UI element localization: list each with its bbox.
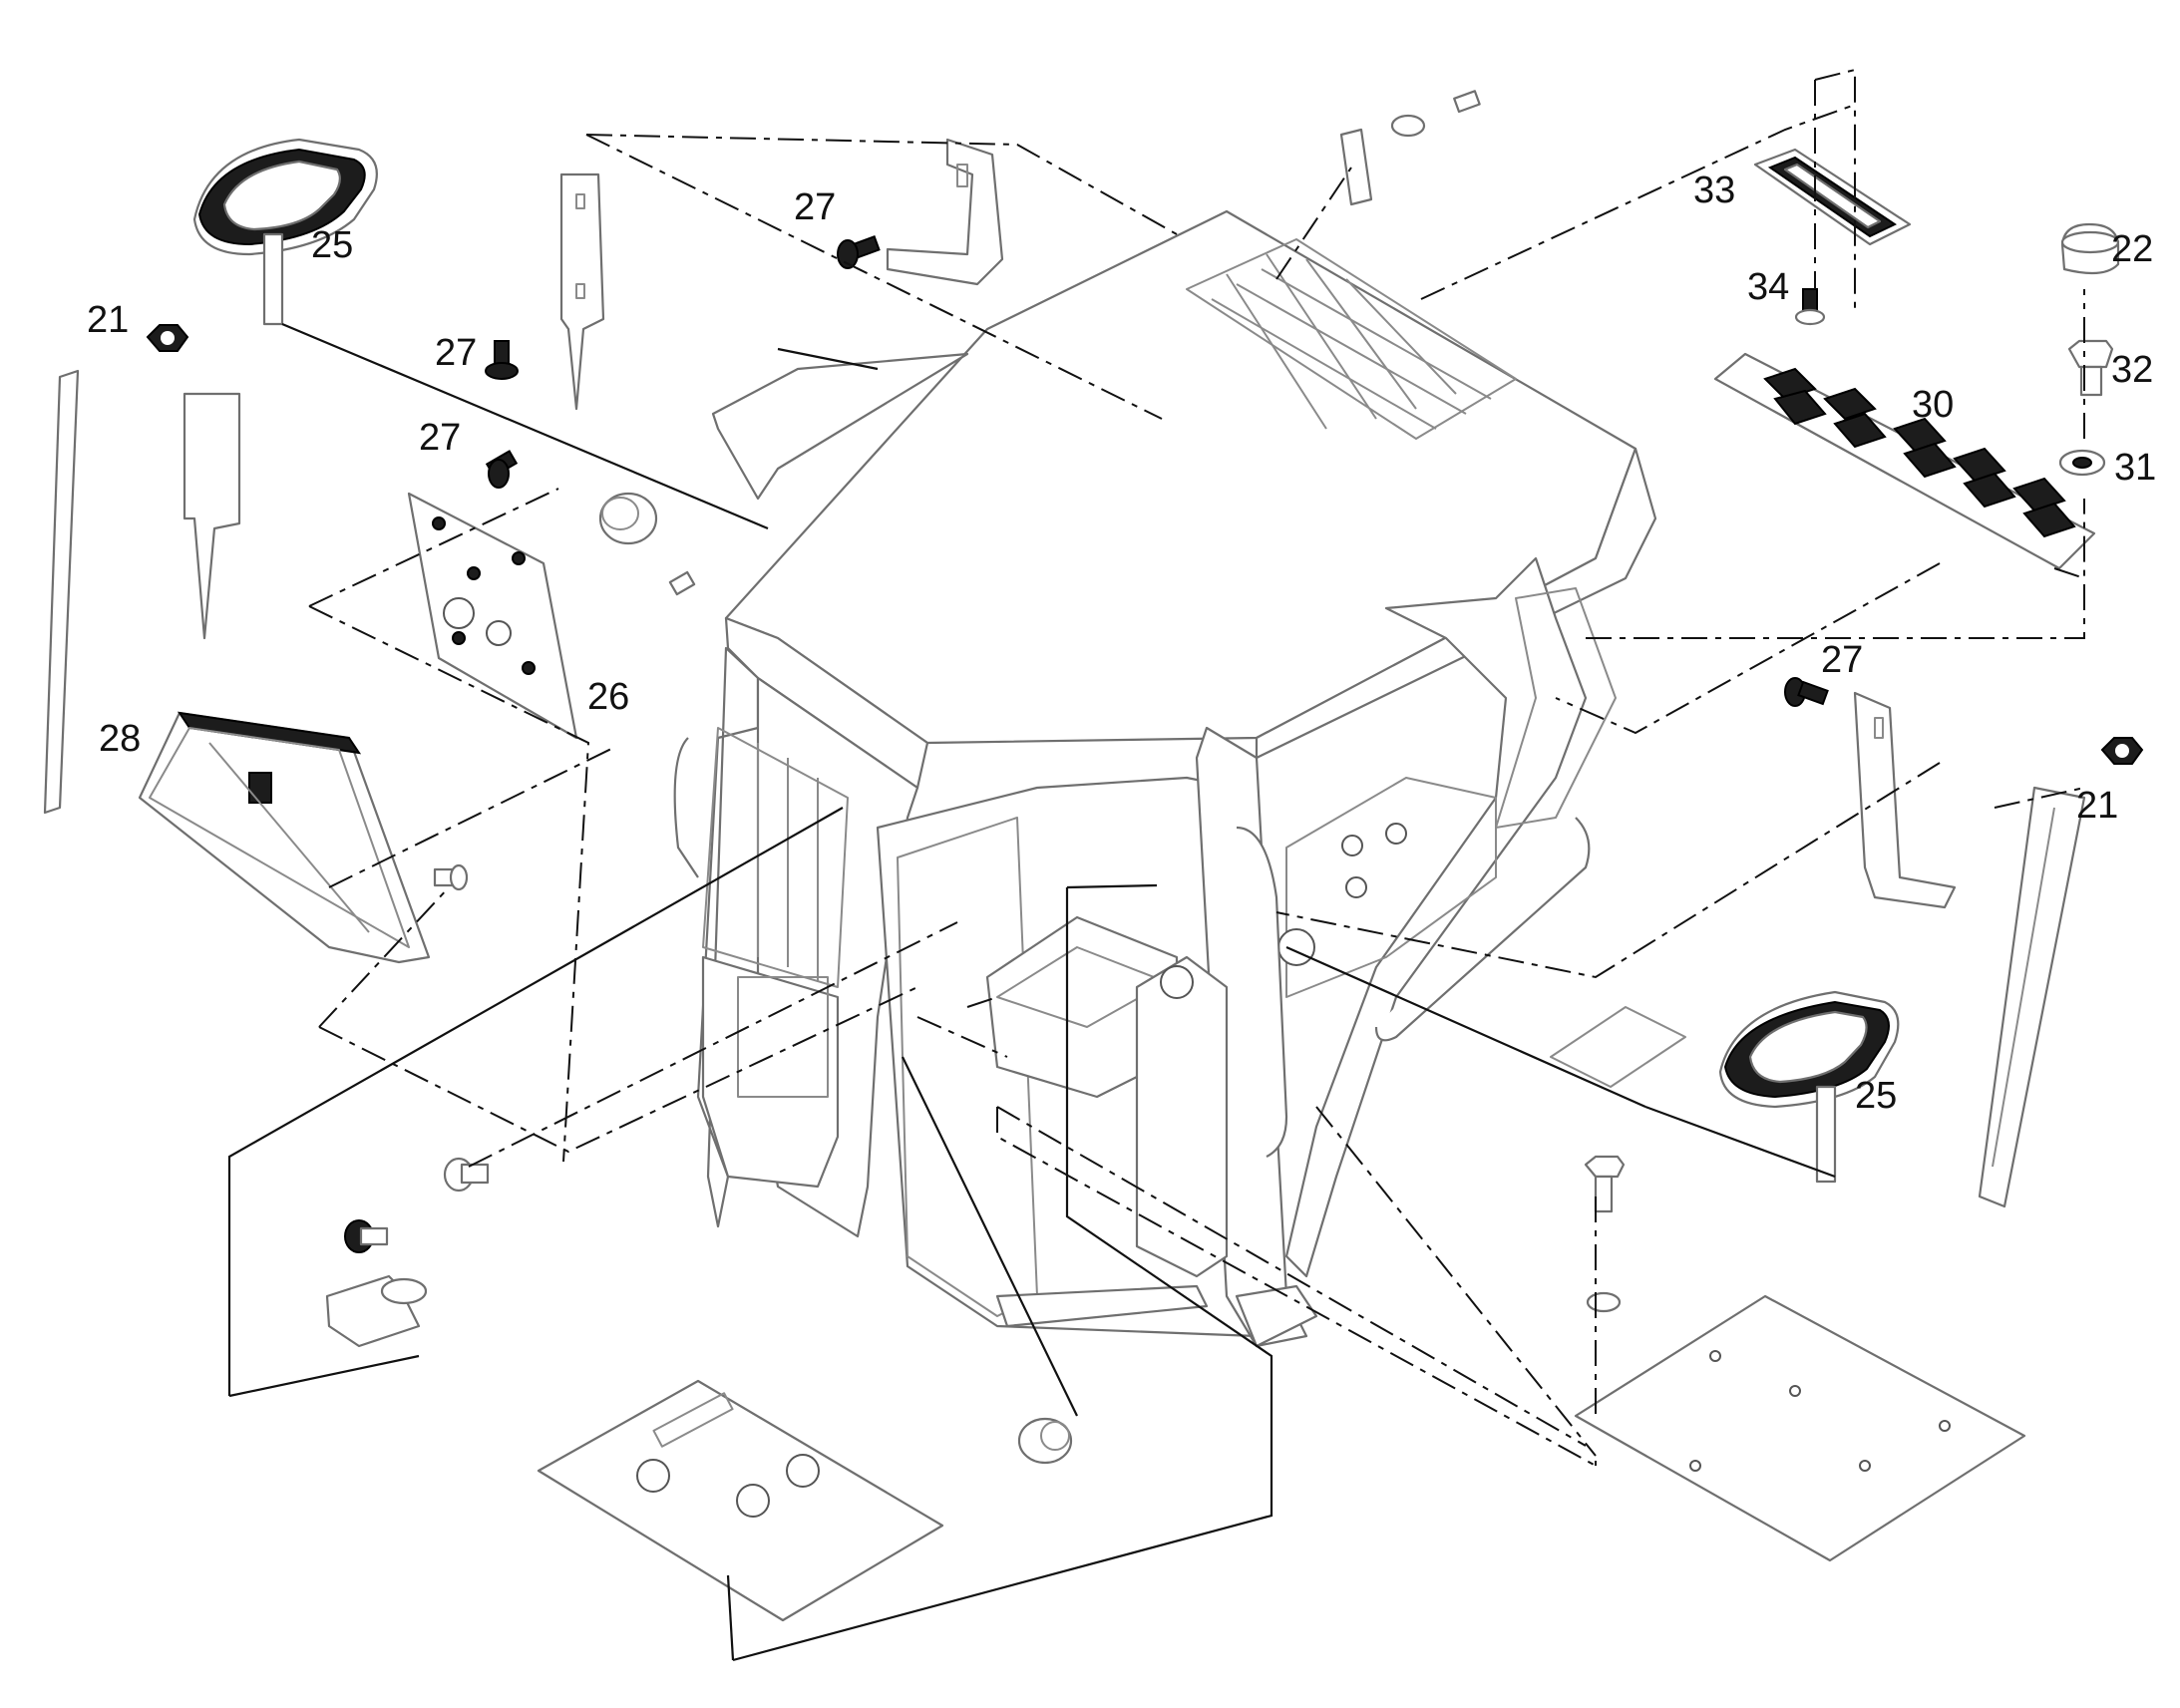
bottom-bolt-right [1584,1155,1626,1313]
vertical-bracket [559,172,605,411]
callout-label-26: 26 [587,676,629,718]
bolt-27a [485,340,519,380]
callout-label-25: 25 [311,224,353,266]
side-rod-left [43,369,241,815]
callout-label-27: 27 [419,417,461,459]
callout-label-32: 32 [2111,349,2153,391]
washer-31 [2058,449,2106,477]
callout-label-34: 34 [1747,266,1789,308]
gasket-sheet [1550,1006,1686,1088]
bolt-27b [485,450,519,489]
callout-label-31: 31 [2114,447,2156,489]
round-knob [598,492,658,545]
callout-label-30: 30 [1912,384,1954,426]
l-bracket-right [1853,691,1957,909]
bottom-left-fittings [325,1157,490,1348]
callout-label-27: 27 [794,186,836,228]
dash-lines [308,68,2085,1467]
callout-label-27: 27 [1821,639,1863,681]
top-small-plate [1339,90,1481,206]
callout-label-22: 22 [2111,228,2153,270]
armrest-left [192,138,378,326]
cab-body [673,209,1657,1348]
cap-22 [2060,222,2120,275]
vent-grille-30 [1713,352,2096,570]
bottom-knob [1017,1417,1073,1465]
storage-tray-28 [138,711,431,964]
control-plate-26 [407,492,578,740]
callout-label-21: 21 [87,299,129,341]
armrest-right [1718,990,1900,1184]
bolt-27d [1784,677,1829,707]
leader-lines [227,322,1836,1662]
nut-left [146,324,189,352]
callout-label-33: 33 [1693,170,1735,211]
screw-34 [1794,288,1826,326]
callout-label-25: 25 [1855,1075,1897,1117]
small-screw [668,570,696,596]
floor-plate-left [537,1379,944,1622]
callout-labels: 25 21 27 27 27 26 28 33 34 22 32 30 31 27 21 25 [87,170,2156,1117]
bolt-32 [2067,339,2114,397]
nut-right [2100,737,2144,765]
callout-label-21: 21 [2076,785,2118,827]
side-rod-right [1978,786,2086,1208]
floor-plate-right [1574,1294,2026,1562]
bolt-27c [837,235,881,269]
callout-label-27: 27 [435,332,477,374]
gasket-33 [1753,148,1912,246]
grille-holes [1763,367,2076,538]
tray-screw [433,863,469,891]
l-bracket-top [886,138,1004,286]
roof-vent-grid [1186,238,1517,440]
callout-label-28: 28 [99,718,141,760]
